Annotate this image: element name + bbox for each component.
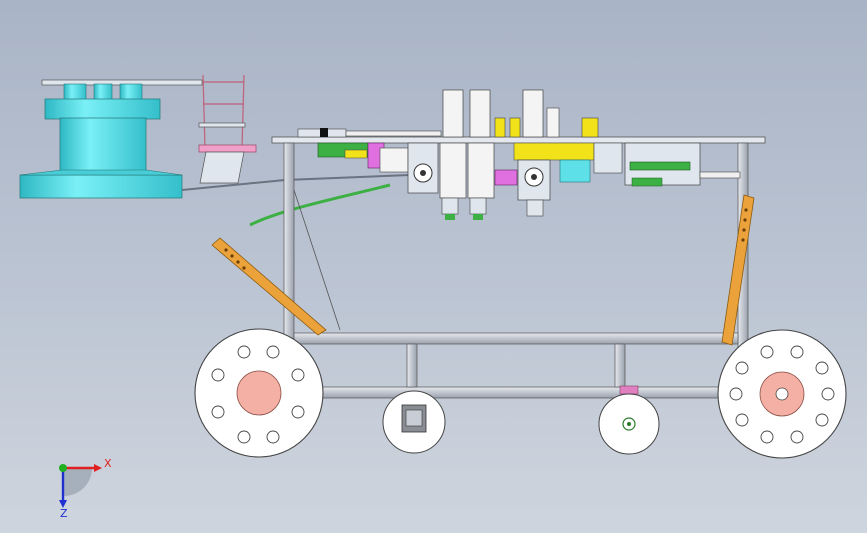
reel-post-1 — [63, 83, 87, 101]
reel-drum — [59, 117, 147, 176]
left-drive-wheel — [194, 328, 324, 458]
ladder-bracket — [198, 74, 257, 184]
orientation-triad: X Z — [59, 457, 112, 520]
triad-x-arrow — [94, 464, 102, 472]
triad-shadow — [64, 468, 92, 496]
triad-x-label: X — [104, 457, 112, 470]
right-orange-brace — [721, 194, 755, 346]
green-guide-rail — [249, 183, 391, 227]
top-deck-plate — [271, 136, 766, 144]
triad-y-origin — [59, 464, 67, 472]
deck-modules — [297, 89, 741, 220]
right-drive-wheel — [717, 329, 847, 459]
reel-base-bevel — [19, 169, 183, 176]
triad-z-arrow — [59, 500, 67, 508]
reel-post-3 — [119, 83, 143, 101]
cable-reel[interactable] — [19, 79, 203, 199]
left-caster-wheel — [382, 390, 446, 454]
triad-z-label: Z — [60, 507, 68, 520]
reel-upper-flange — [44, 98, 161, 120]
right-caster-wheel — [598, 393, 660, 455]
left-orange-brace — [211, 237, 327, 336]
reel-base-flange — [19, 174, 183, 199]
reel-post-2 — [93, 83, 113, 101]
